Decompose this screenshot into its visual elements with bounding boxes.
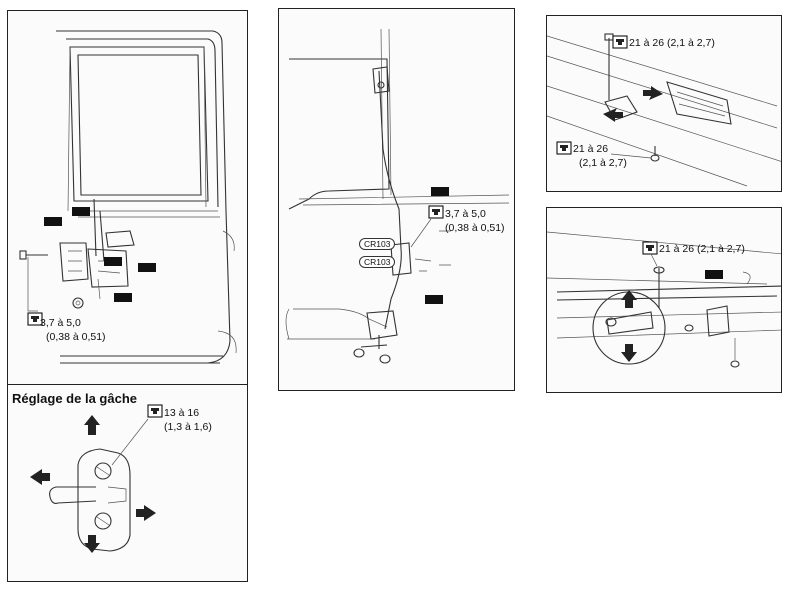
connector-label-2: CR103 <box>359 256 396 268</box>
striker-diagram <box>30 404 163 553</box>
striker-panel: Réglage de la gâche 13 à 16 (1,3 à 1,6) <box>7 384 248 582</box>
door-latch-diagram <box>19 30 237 364</box>
hinge-bottom-torque-value: 21 à 26 <box>573 143 609 155</box>
hinge-bottom-panel: 21 à 26 (2,1 à 2,7) <box>546 207 782 393</box>
door-latch-panel: 3,7 à 5,0 (0,38 à 0,51) <box>7 10 248 385</box>
rod-linkage-panel: CR103 CR103 3,7 à 5,0 (0,38 à 0,51) <box>278 8 515 391</box>
hinge-top-diagram <box>547 33 781 187</box>
hinge-lower-torque: 21 à 26 (2,1 à 2,7) <box>659 243 745 255</box>
rod-torque-alt: (0,38 à 0,51) <box>445 222 505 234</box>
hinge-bottom-torque-alt: (2,1 à 2,7) <box>579 157 627 169</box>
latch-torque-value: 3,7 à 5,0 <box>40 317 81 329</box>
striker-torque-alt: (1,3 à 1,6) <box>164 421 212 433</box>
connector-label-1: CR103 <box>359 238 396 250</box>
latch-torque-alt: (0,38 à 0,51) <box>46 331 106 343</box>
striker-title: Réglage de la gâche <box>12 391 137 406</box>
hinge-bottom-diagram <box>547 231 781 368</box>
hinge-top-torque: 21 à 26 (2,1 à 2,7) <box>629 37 715 49</box>
rod-torque-value: 3,7 à 5,0 <box>445 208 486 220</box>
rod-linkage-diagram <box>285 28 510 364</box>
striker-torque-value: 13 à 16 <box>164 407 200 419</box>
hinge-top-panel: 21 à 26 (2,1 à 2,7) 21 à 26 (2,1 à 2,7) <box>546 15 782 192</box>
